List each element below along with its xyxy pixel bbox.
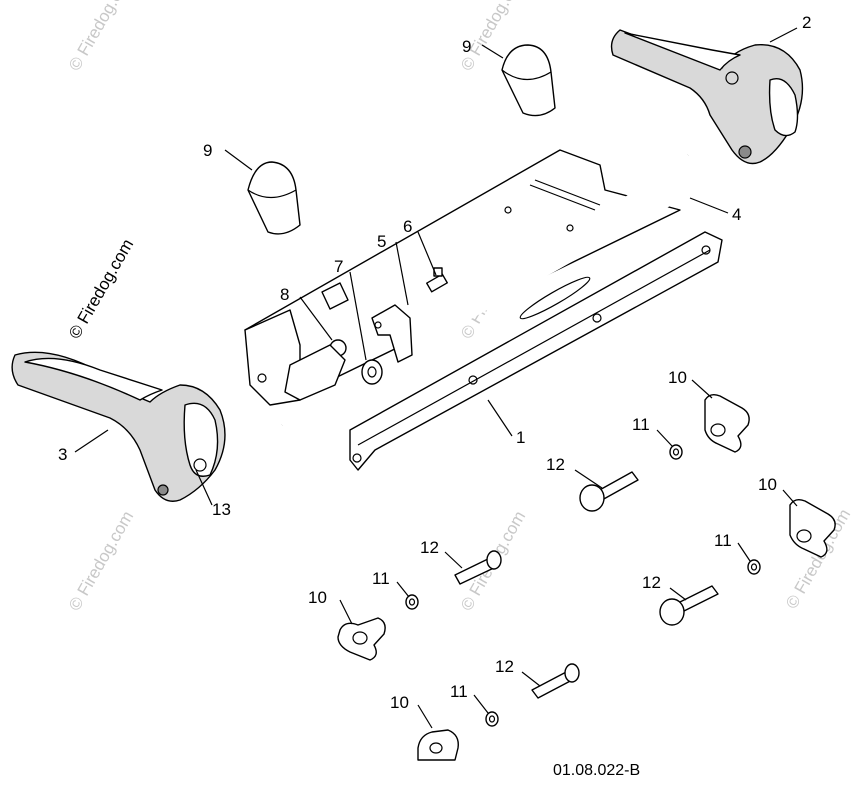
star-knob-4 [417, 729, 459, 761]
callout-12d: 12 [495, 657, 514, 676]
callout-9b: 9 [203, 141, 212, 160]
callout-7: 7 [334, 257, 343, 276]
callout-11d: 11 [450, 682, 468, 701]
washer-1 [669, 444, 683, 460]
callout-6: 6 [403, 217, 412, 236]
bolt-2 [454, 550, 502, 585]
callout-5: 5 [377, 232, 386, 251]
watermark-1: © Firedog.com [65, 0, 137, 74]
callout-10c: 10 [308, 588, 327, 607]
bolt-4 [531, 663, 580, 699]
callout-11c: 11 [372, 569, 390, 588]
star-knob-1 [704, 393, 750, 453]
leader-lines [74, 27, 798, 729]
bolt-part [426, 267, 448, 293]
callout-12b: 12 [420, 538, 439, 557]
callout-13: 13 [212, 500, 231, 519]
washer-4 [485, 711, 499, 727]
callout-10d: 10 [390, 693, 409, 712]
callouts: 2 9 9 4 5 6 7 8 3 13 1 10 10 10 10 11 11… [58, 13, 811, 712]
callout-10a: 10 [668, 368, 687, 387]
washer-3 [405, 594, 419, 610]
frame-part [244, 149, 723, 471]
clip-part [284, 282, 349, 401]
drawing-number: 01.08.022-B [553, 762, 640, 779]
callout-11b: 11 [714, 531, 732, 550]
collar-part [361, 359, 383, 385]
callout-3: 3 [58, 445, 67, 464]
watermark-3: © Firedog.com [65, 236, 137, 342]
washer-2 [747, 559, 761, 575]
callout-9a: 9 [462, 37, 471, 56]
callout-8: 8 [280, 285, 289, 304]
handle-left [11, 351, 226, 502]
callout-1: 1 [516, 428, 525, 447]
callout-12c: 12 [642, 573, 661, 592]
callout-4: 4 [732, 205, 741, 224]
callout-10b: 10 [758, 475, 777, 494]
knob-left [247, 161, 301, 235]
watermark-5: © Firedog.com [65, 508, 137, 614]
bolt-1 [579, 471, 639, 512]
star-knob-2 [789, 498, 836, 558]
callout-12a: 12 [546, 455, 565, 474]
star-knob-3 [337, 617, 386, 661]
washers [405, 444, 761, 727]
callout-2: 2 [802, 13, 811, 32]
rod-part [281, 152, 703, 427]
bolt-3 [659, 585, 719, 626]
bracket-part [371, 304, 413, 363]
handle-right [610, 29, 804, 165]
callout-11a: 11 [632, 415, 650, 434]
carriage-bolts [454, 471, 719, 699]
knob-right [501, 44, 556, 117]
